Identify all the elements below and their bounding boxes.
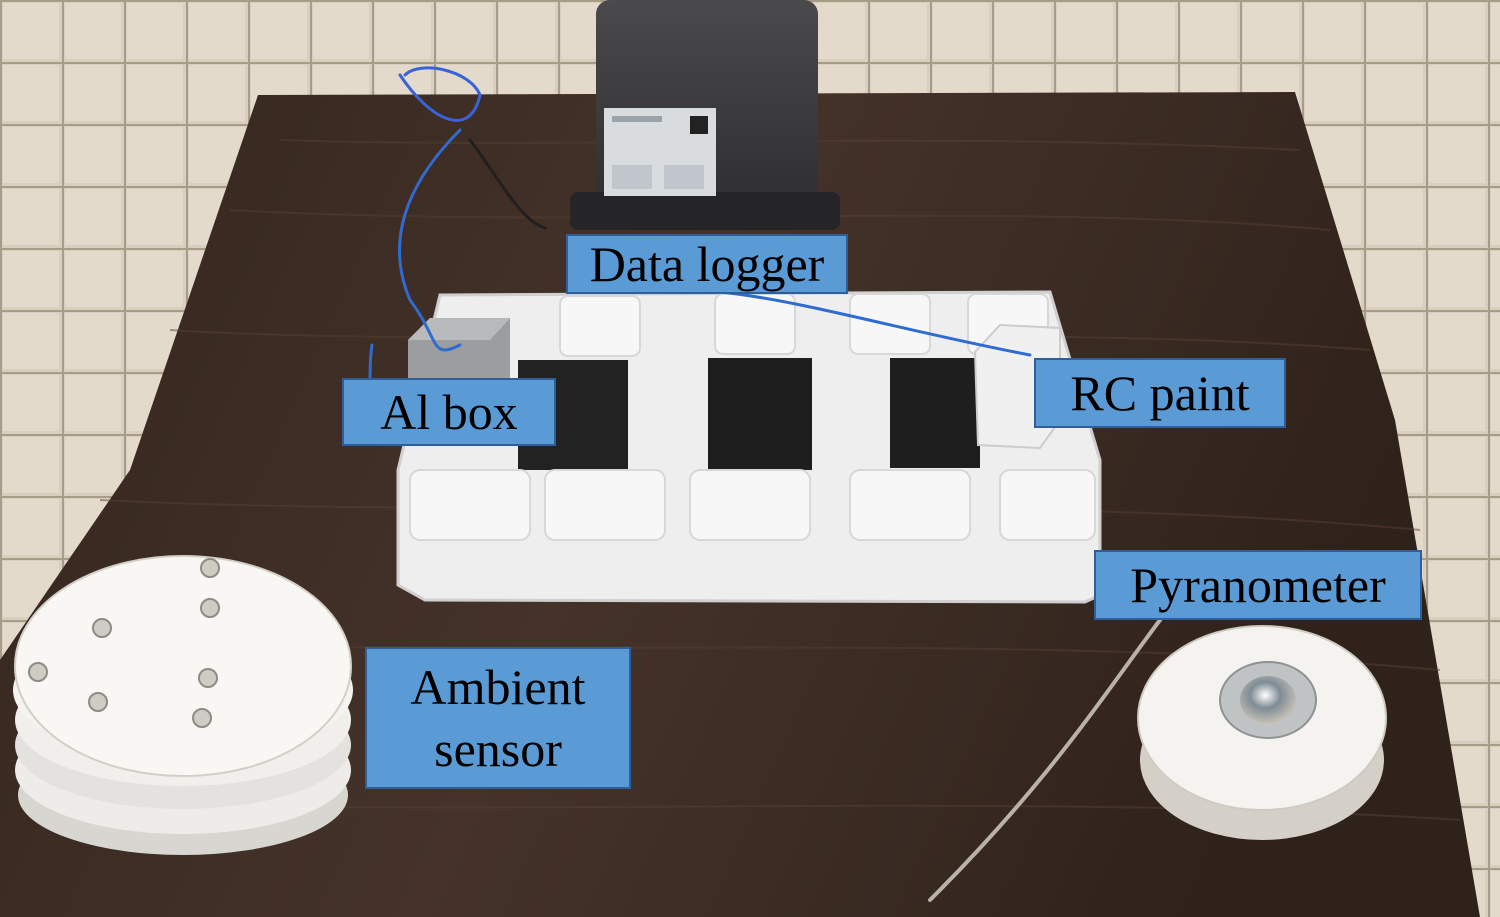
foam-block [396, 290, 1102, 604]
rc-paint-label: RC paint [1034, 358, 1286, 428]
data-logger-label: Data logger [566, 234, 848, 294]
ambient-sensor-label-line1: Ambient [410, 659, 586, 715]
data-logger-device [570, 0, 840, 230]
sensor-cables [366, 66, 1162, 902]
pyranometer-label: Pyranometer [1094, 550, 1422, 620]
pyranometer-device [1137, 625, 1387, 840]
al-box-label: Al box [342, 378, 556, 446]
ambient-sensor-shield [13, 555, 353, 855]
ambient-sensor-label-line2: sensor [434, 721, 562, 777]
ambient-sensor-label: Ambient sensor [365, 647, 631, 789]
